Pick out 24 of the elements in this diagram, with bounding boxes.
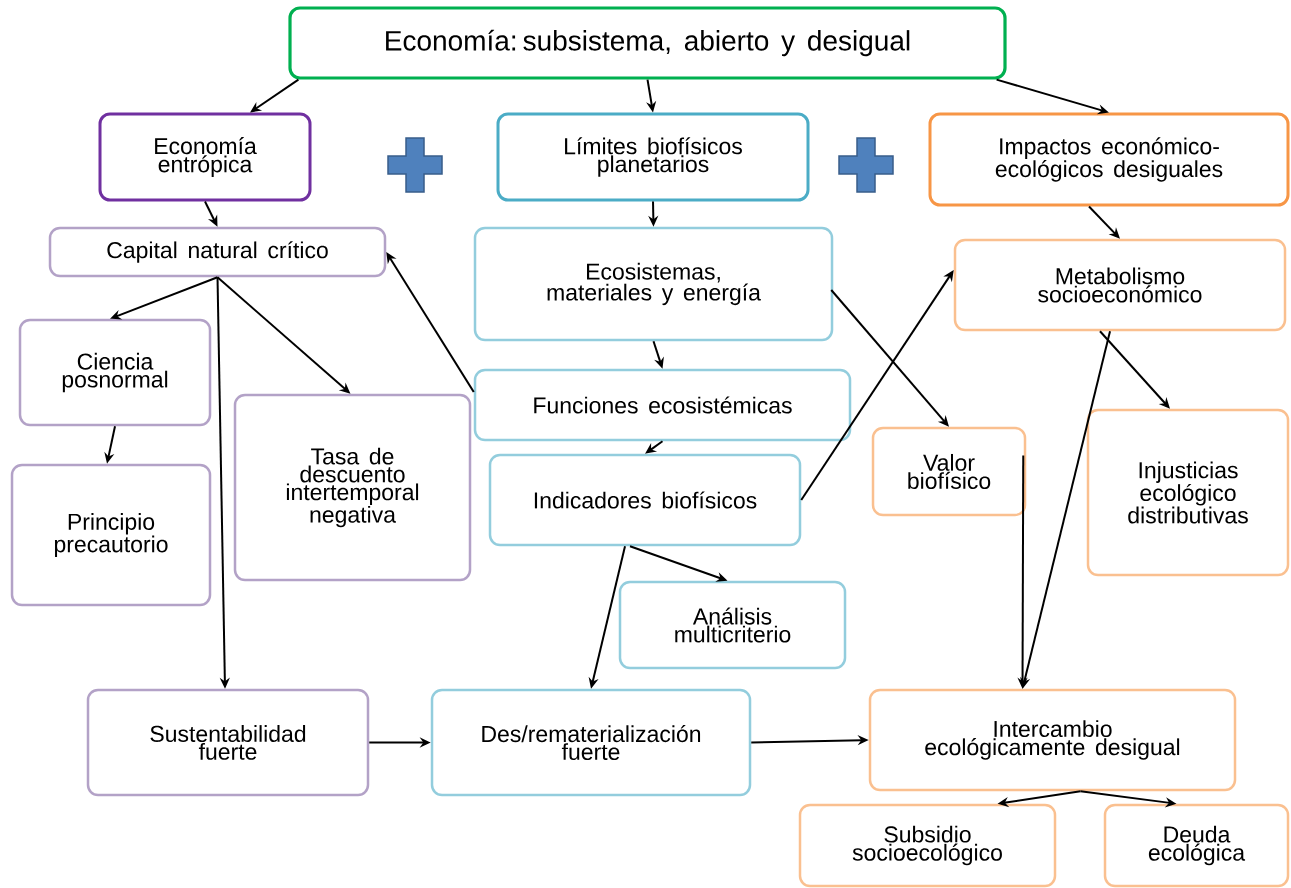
arrow — [645, 440, 664, 454]
arrow — [250, 78, 300, 113]
arrow — [800, 270, 954, 501]
concept-box: Capital natural crítico — [48, 226, 387, 278]
concept-box: Injusticias ecológico distributivas — [1086, 408, 1290, 577]
concept-box: Sustentabilidad fuerte — [86, 688, 370, 797]
concept-box: Valor biofísico — [871, 426, 1027, 517]
concept-box: Principio precautorio — [10, 463, 212, 607]
concept-box: Funciones ecosistémicas — [473, 368, 852, 442]
concept-box: Indicadores biofísicos — [488, 453, 802, 547]
concept-box: Des/rematerialización fuerte — [430, 688, 752, 797]
concept-box: Economía entrópica — [98, 112, 312, 202]
concept-box: Impactos económico-ecológicos desiguales — [928, 112, 1290, 207]
concept-box: Tasa de descuento intertemporal negativa — [233, 393, 472, 582]
arrow — [1088, 205, 1120, 239]
concept-box: Metabolismo socioeconómico — [953, 238, 1287, 332]
concept-box: Subsidio socioecológico — [798, 803, 1057, 888]
concept-box: Ciencia posnormal — [18, 318, 212, 427]
title-box: Economía: subsistema, abierto y desigual — [288, 6, 1007, 80]
concept-box: Límites biofísicos planetarios — [496, 112, 810, 202]
concept-box: Intercambio ecológicamente desigual — [868, 688, 1237, 792]
concept-box: Análisis multicriterio — [618, 580, 847, 670]
concept-box: Ecosistemas, materiales y energía — [473, 226, 834, 342]
concept-box: Deuda ecológica — [1103, 803, 1290, 888]
